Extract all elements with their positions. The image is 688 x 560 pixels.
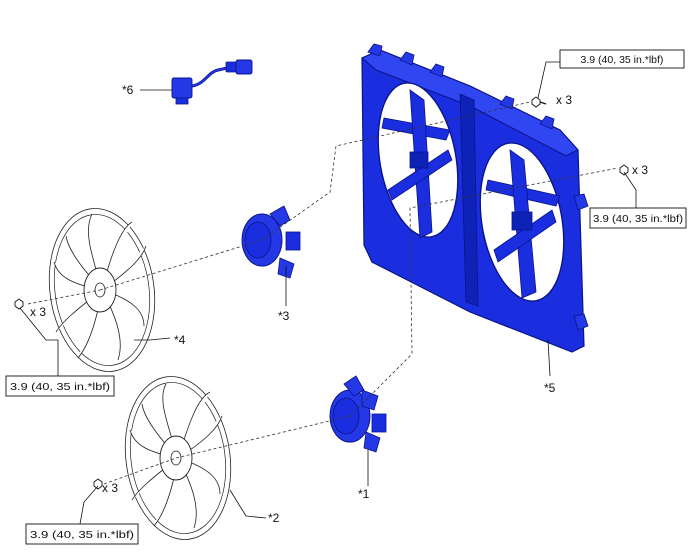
quantity-label: x 3: [556, 93, 572, 107]
bolt-icon: [93, 478, 103, 490]
quantity-label: x 3: [632, 163, 648, 177]
torque-box-bottom-left: 3.9 (40, 35 in.*lbf): [25, 523, 139, 545]
quantity-label: x 3: [30, 305, 46, 319]
part-callout-1: *1: [358, 487, 370, 501]
torque-value: 3.9 (40, 35 in.*lbf): [10, 381, 110, 393]
torque-value: 3.9 (40, 35 in.*lbf): [593, 213, 683, 225]
fan-motor-upper: [241, 205, 301, 279]
fan-shroud: [361, 43, 589, 353]
leader-lines: [19, 61, 637, 525]
part-callout-5: *5: [544, 381, 556, 395]
bolt-icon: [531, 96, 547, 108]
fan-blade-lower: [124, 376, 232, 540]
quantity-label: x 3: [102, 481, 118, 495]
part-callout-4: *4: [174, 333, 186, 347]
torque-value: 3.9 (40, 35 in.*lbf): [581, 54, 664, 66]
wire-harness: [171, 59, 253, 105]
fan-motor-lower: [329, 375, 387, 453]
part-callout-6: *6: [122, 83, 134, 97]
bolt-icon: [14, 298, 24, 310]
bolt-icon: [619, 164, 629, 176]
assembly-lines: [27, 101, 619, 485]
torque-value: 3.9 (40, 35 in.*lbf): [30, 529, 134, 541]
part-callout-3: *3: [278, 309, 290, 323]
torque-box-left: 3.9 (40, 35 in.*lbf): [5, 375, 115, 397]
fan-blade-upper: [48, 208, 156, 372]
part-callout-2: *2: [268, 511, 280, 525]
torque-box-top-right: 3.9 (40, 35 in.*lbf): [559, 49, 685, 69]
torque-box-mid-right: 3.9 (40, 35 in.*lbf): [589, 207, 687, 229]
